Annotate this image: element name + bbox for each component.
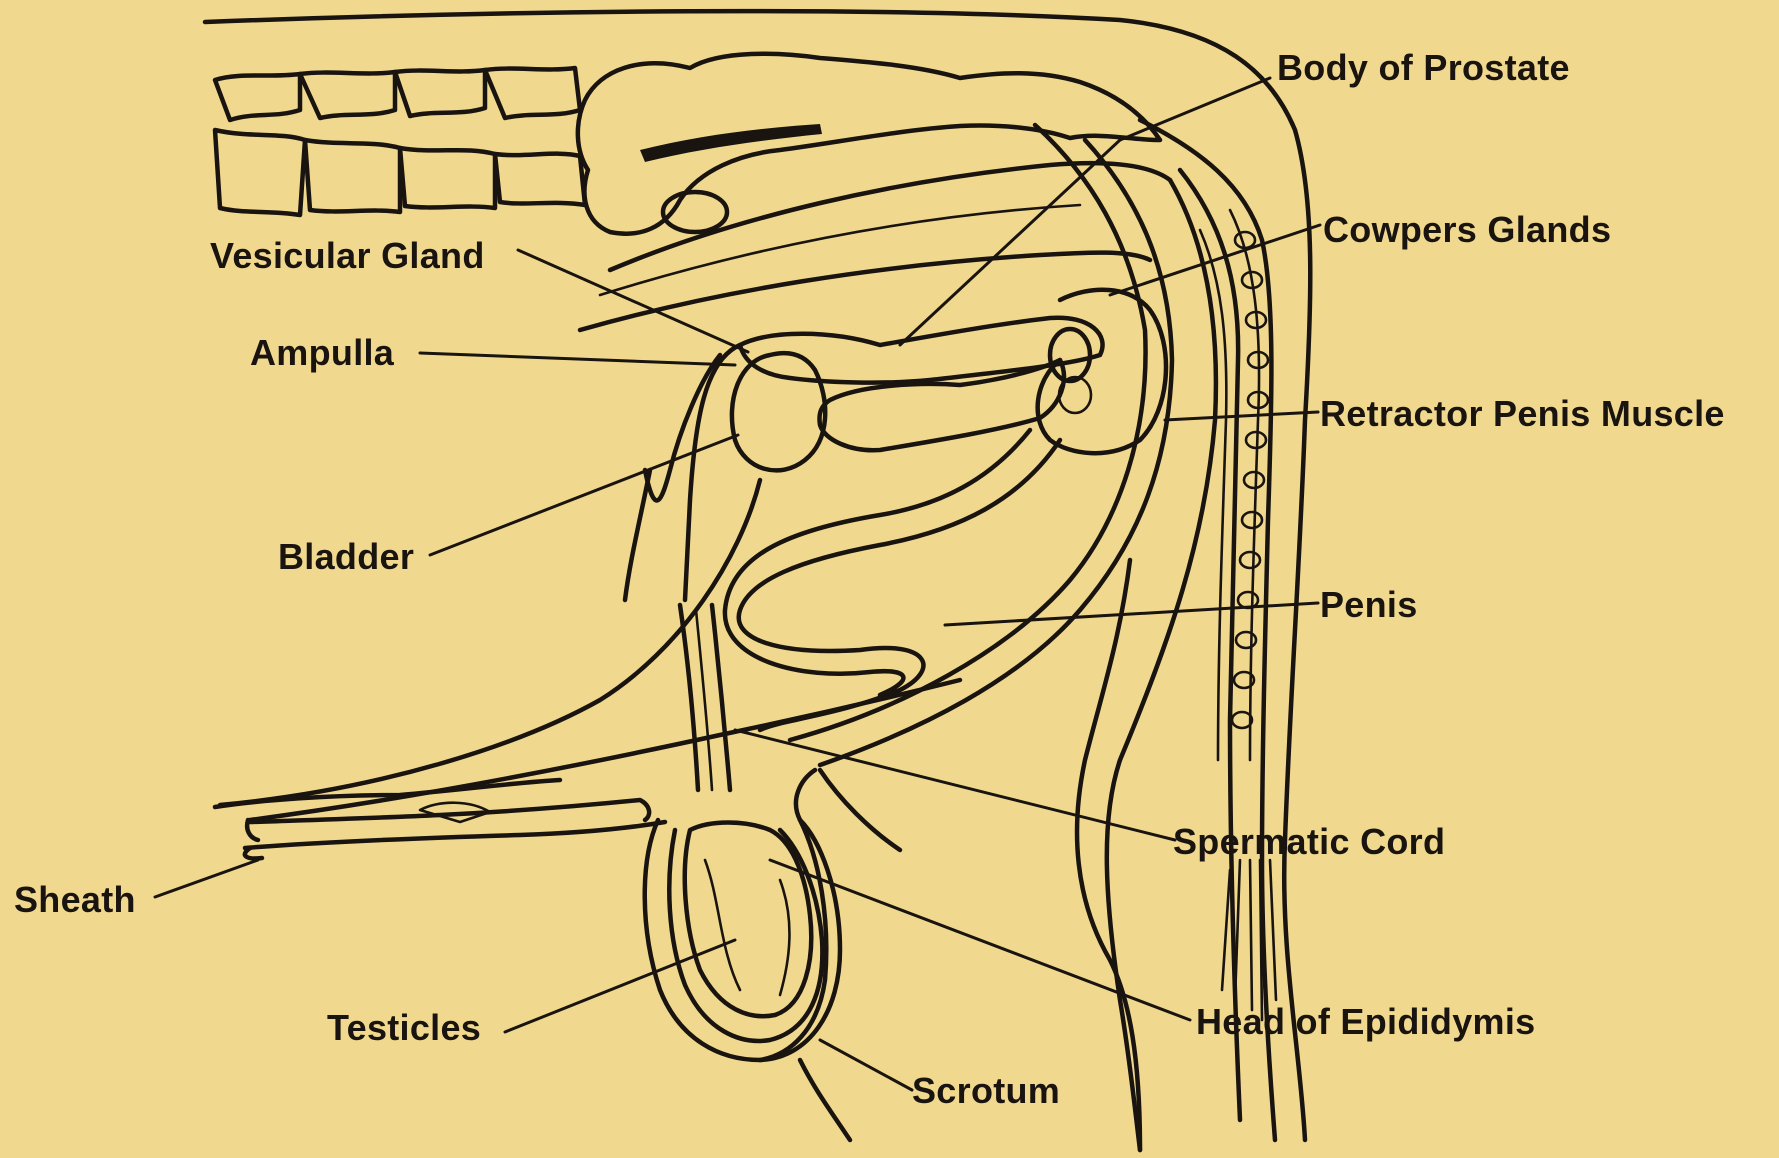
vas-deferens bbox=[685, 345, 740, 600]
testicle bbox=[685, 823, 811, 1017]
label-body-of-prostate: Body of Prostate bbox=[1277, 50, 1570, 86]
label-scrotum: Scrotum bbox=[912, 1073, 1060, 1109]
label-ampulla: Ampulla bbox=[250, 335, 394, 371]
label-penis: Penis bbox=[1320, 587, 1418, 623]
label-vesicular-gland: Vesicular Gland bbox=[210, 238, 485, 274]
bladder bbox=[732, 353, 825, 470]
label-bladder: Bladder bbox=[278, 539, 414, 575]
spermatic-cord bbox=[680, 605, 698, 790]
label-testicles: Testicles bbox=[327, 1010, 481, 1046]
label-retractor-penis-muscle: Retractor Penis Muscle bbox=[1320, 396, 1725, 432]
label-cowpers-glands: Cowpers Glands bbox=[1323, 212, 1611, 248]
belly-line bbox=[220, 480, 760, 805]
label-head-of-epididymis: Head of Epididymis bbox=[1196, 1004, 1535, 1040]
label-spermatic-cord: Spermatic Cord bbox=[1173, 824, 1445, 860]
sheath bbox=[215, 780, 560, 807]
label-sheath: Sheath bbox=[14, 882, 136, 918]
vertebrae bbox=[215, 68, 585, 215]
